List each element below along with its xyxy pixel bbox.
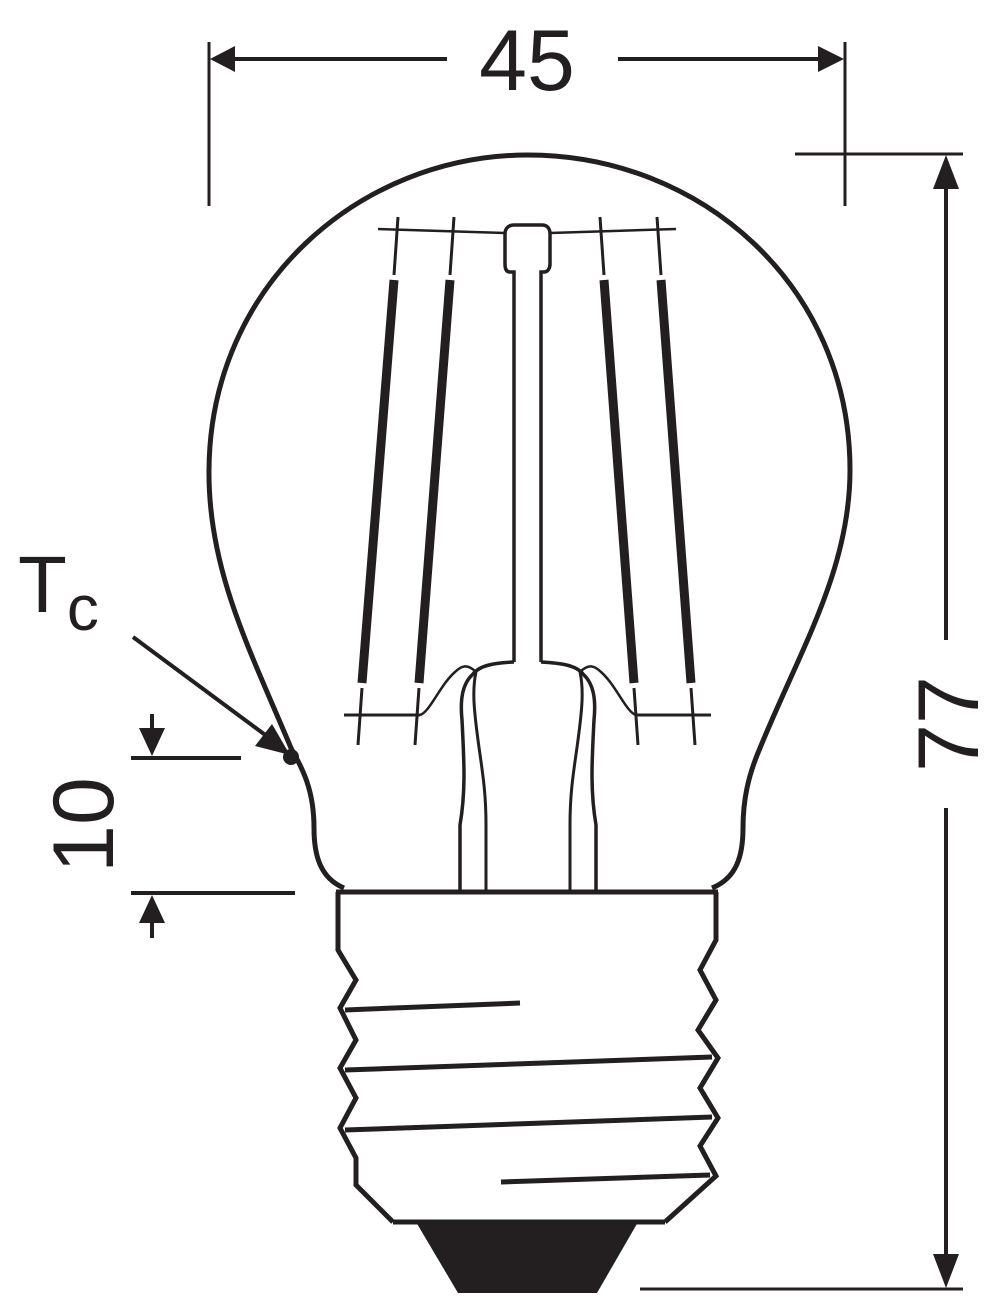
tc-leader-line [131, 635, 270, 739]
stem-inner-left [472, 671, 488, 890]
thread-line-4 [500, 1172, 711, 1185]
arrowhead-down-small-icon [139, 728, 165, 756]
lamp-stem [419, 223, 637, 890]
thread-line-2 [344, 1054, 713, 1073]
tc-offset-value: 10 [36, 777, 132, 873]
filament-1 [357, 279, 399, 684]
tc-label: Tc [18, 540, 99, 644]
bulb-glass-outline [206, 152, 853, 891]
arrowhead-right-icon [818, 46, 844, 72]
stem-flare-right [540, 660, 598, 890]
tc-main: T [18, 540, 67, 629]
stem-flare-left [458, 660, 515, 890]
tc-subscript: c [67, 572, 99, 644]
lead-wire-right [579, 665, 637, 717]
filament-3-bottom-lead [632, 687, 640, 746]
filament-1-top-lead [392, 216, 400, 276]
support-wires [344, 227, 711, 717]
arrowhead-left-icon [210, 46, 235, 72]
lead-wire-left [419, 665, 477, 717]
filament-2-bottom-lead [413, 687, 421, 746]
thread-line-3 [344, 1114, 713, 1133]
top-support-wire-right [549, 227, 677, 235]
filament-2-top-lead [448, 216, 456, 276]
filament-4-bottom-lead [689, 687, 697, 746]
led-filaments [356, 216, 697, 746]
base-left-thread-profile [335, 892, 395, 1224]
arrowhead-up-icon [933, 155, 959, 189]
filament-3-top-lead [598, 216, 606, 276]
length-value: 77 [901, 676, 997, 772]
arrowhead-down-icon [933, 1254, 959, 1288]
base-right-thread-profile [663, 892, 721, 1224]
length-dimension: 77 [640, 152, 997, 1291]
base-contact-tip [416, 1222, 638, 1293]
stem-inner-right [568, 671, 584, 890]
arrowhead-up-small-icon [139, 895, 165, 923]
top-support-wire-left [377, 227, 506, 235]
filament-3 [599, 279, 639, 684]
filament-2 [414, 279, 455, 684]
filament-4 [656, 279, 696, 684]
tc-arrowhead-icon [255, 724, 290, 755]
tc-offset-dimension: 10 [36, 714, 295, 938]
stem-center-support [503, 223, 552, 662]
filament-1-bottom-lead [356, 687, 364, 746]
diameter-dimension: 45 [207, 13, 847, 206]
diameter-value: 45 [479, 13, 575, 109]
thread-line-1 [344, 1000, 521, 1013]
filament-4-top-lead [655, 216, 663, 276]
screw-base [335, 889, 721, 1293]
